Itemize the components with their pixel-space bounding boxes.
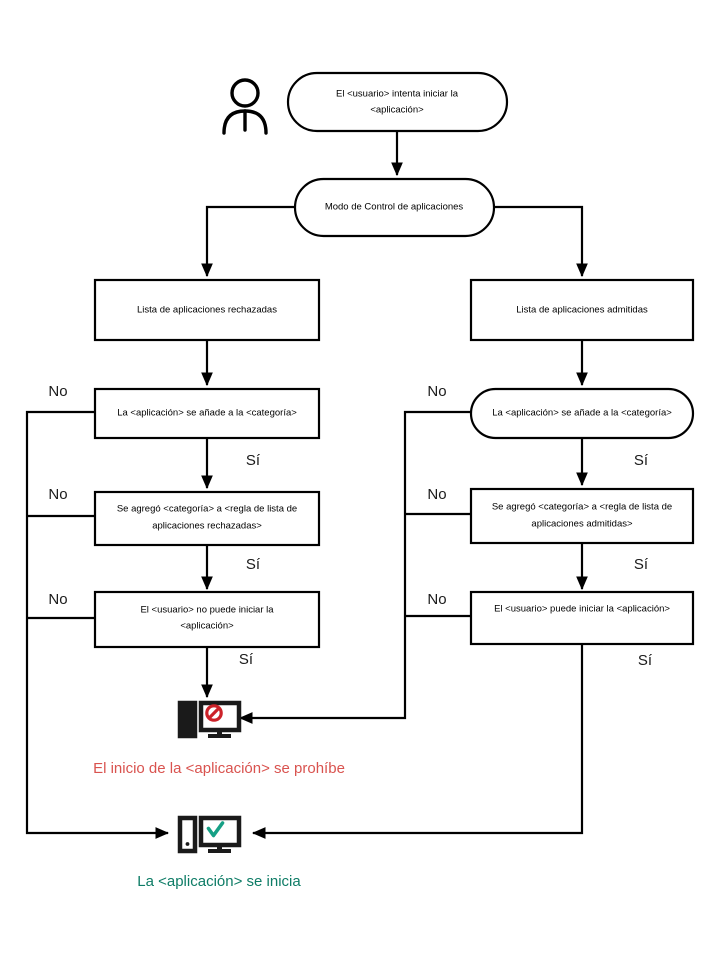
- node-allowed-category: La <aplicación> se añade a la <categoría…: [469, 387, 695, 440]
- label-allowed-no-2: No: [427, 486, 446, 503]
- node-denied-run-line-1: El <usuario> no puede iniciar la: [140, 605, 274, 616]
- label-denied-si-2: Sí: [246, 556, 261, 573]
- node-denied-category: La <aplicación> se añade a la <categoría…: [93, 387, 321, 440]
- edge-denied-no-bus: [25, 410, 170, 839]
- node-allowed-rule: Se agregó <categoría> a <regla de lista …: [469, 487, 695, 545]
- node-mode-label: Modo de Control de aplicaciones: [325, 202, 464, 213]
- person-actor-icon: [222, 78, 268, 135]
- node-allowed-run: El <usuario> puede iniciar la <aplicació…: [469, 590, 695, 646]
- node-denied-rule-line-1: Se agregó <categoría> a <regla de lista …: [117, 504, 297, 515]
- edge-allowed-no-bus: [238, 410, 471, 724]
- computer-allowed-icon: [177, 815, 242, 854]
- label-denied-no-3: No: [48, 591, 67, 608]
- node-allowed-rule-line-2: aplicaciones admitidas>: [531, 519, 633, 530]
- node-allowed-run-label: El <usuario> puede iniciar la <aplicació…: [494, 604, 670, 615]
- label-allowed-si-1: Sí: [634, 452, 649, 469]
- node-denied-rule: Se agregó <categoría> a <regla de lista …: [93, 490, 321, 547]
- node-denied-list: Lista de aplicaciones rechazadas: [93, 278, 321, 342]
- caption-blocked: El inicio de la <aplicación> se prohíbe: [93, 760, 345, 777]
- node-denied-category-label: La <aplicación> se añade a la <categoría…: [117, 408, 297, 419]
- node-denied-run: El <usuario> no puede iniciar la <aplica…: [93, 590, 321, 649]
- label-denied-si-3: Sí: [239, 651, 254, 668]
- node-mode: Modo de Control de aplicaciones: [293, 177, 496, 238]
- node-allowed-list: Lista de aplicaciones admitidas: [469, 278, 695, 342]
- node-start-line-2: <aplicación>: [370, 105, 424, 116]
- edge-allowed-run-to-started: [251, 644, 584, 839]
- node-start: El <usuario> intenta iniciar la <aplicac…: [286, 71, 509, 133]
- label-allowed-no-3: No: [427, 591, 446, 608]
- node-denied-rule-line-2: aplicaciones rechazadas>: [152, 521, 262, 532]
- label-allowed-si-2: Sí: [634, 556, 649, 573]
- computer-blocked-icon: [177, 700, 242, 739]
- label-allowed-no-1: No: [427, 383, 446, 400]
- label-allowed-si-3: Sí: [638, 652, 653, 669]
- caption-started: La <aplicación> se inicia: [137, 873, 301, 890]
- edge-mode-to-denied-list: [201, 205, 295, 278]
- node-allowed-category-label: La <aplicación> se añade a la <categoría…: [492, 408, 672, 419]
- node-allowed-rule-line-1: Se agregó <categoría> a <regla de lista …: [492, 502, 672, 513]
- edge-mode-to-allowed-list: [494, 205, 588, 278]
- node-allowed-list-label: Lista de aplicaciones admitidas: [516, 305, 648, 316]
- node-denied-run-line-2: <aplicación>: [180, 621, 234, 632]
- label-denied-no-2: No: [48, 486, 67, 503]
- node-start-line-1: El <usuario> intenta iniciar la: [336, 89, 459, 100]
- label-denied-si-1: Sí: [246, 452, 261, 469]
- label-denied-no-1: No: [48, 383, 67, 400]
- node-denied-list-label: Lista de aplicaciones rechazadas: [137, 305, 277, 316]
